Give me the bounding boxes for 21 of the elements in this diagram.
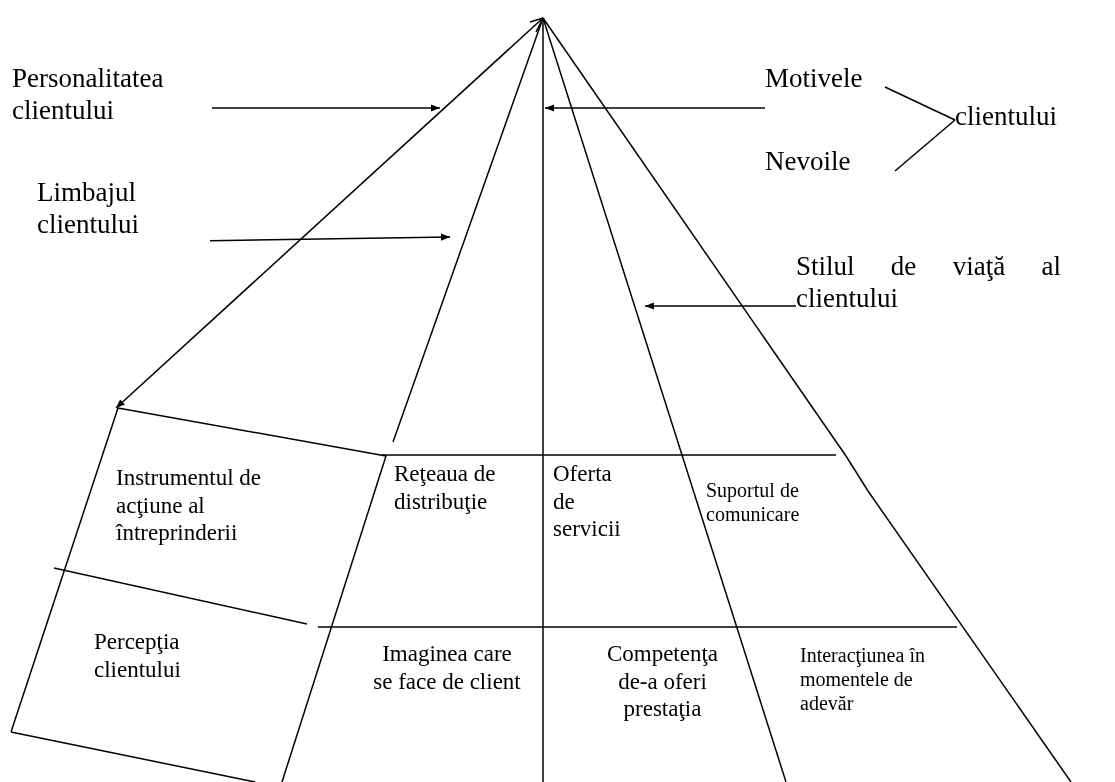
annotation-text: Stilul de viaţă al clientului [796,250,1061,315]
section-label: Competenţa de-a oferi prestaţia [600,640,725,723]
annotation-text: clientului [955,100,1095,133]
annotation-text: Personalitatea clientului [12,62,212,127]
section-label: Percepţia clientului [94,628,224,684]
arrow [209,233,451,242]
bracket-line [894,119,956,172]
annotation-text: Limbajul clientului [37,176,217,241]
section-label: Reţeaua de distribuţie [394,460,534,516]
arrow [115,17,544,409]
section-label: Oferta de servicii [553,460,633,543]
arrow [544,104,766,112]
section-label: Instrumentul de acţiune al întreprinderii [116,406,266,547]
annotation-text: Nevoile [765,145,895,178]
bracket-line [884,86,956,121]
arrow [644,302,797,310]
section-label: Suportul de comunicare [706,478,846,526]
annotation-text: Motivele [765,62,885,117]
section-label: Imaginea care se face de client [372,640,522,696]
arrow [211,104,441,112]
section-label: Interacţiunea în momentele de adevăr [800,643,950,715]
